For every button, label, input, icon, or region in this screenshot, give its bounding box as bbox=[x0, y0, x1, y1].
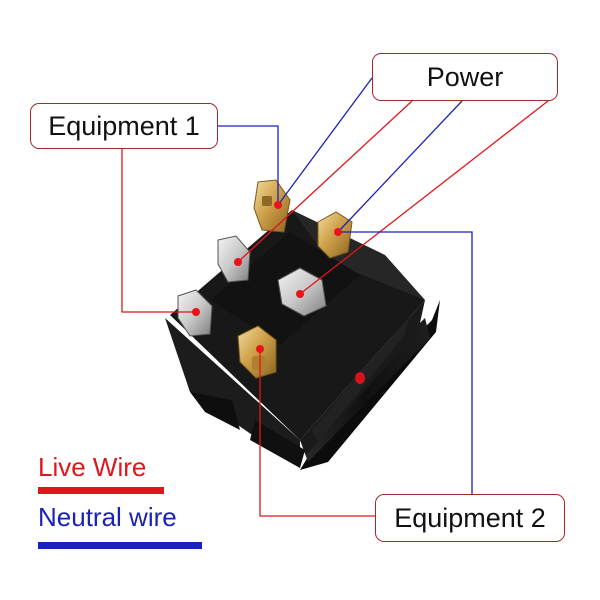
terminal-middle-left bbox=[217, 235, 251, 283]
terminal-dots bbox=[192, 201, 342, 353]
wire-power-live-2 bbox=[299, 100, 549, 295]
wire-power-neutral-1 bbox=[277, 77, 373, 206]
dot-top-left bbox=[274, 201, 282, 209]
power-label: Power bbox=[372, 53, 558, 101]
legend-neutral-wire: Neutral wire bbox=[38, 502, 177, 532]
terminals bbox=[177, 179, 353, 379]
wire-equipment1-neutral bbox=[218, 125, 279, 205]
legend-live-wire-swatch bbox=[38, 487, 164, 494]
terminal-top-right bbox=[317, 211, 353, 259]
leader-lines bbox=[121, 77, 549, 517]
dot-bottom-right bbox=[256, 345, 264, 353]
dot-middle-left bbox=[234, 258, 242, 266]
dot-top-right bbox=[334, 228, 342, 236]
legend-neutral-wire-swatch bbox=[38, 542, 202, 549]
wire-equipment2-live bbox=[259, 349, 375, 517]
wire-power-live-1 bbox=[237, 100, 413, 263]
wire-power-neutral-2 bbox=[337, 100, 463, 233]
indicator-dot bbox=[355, 372, 365, 384]
terminal-top-left bbox=[253, 179, 291, 233]
legend-live-wire: Live Wire bbox=[38, 452, 147, 482]
wire-equipment1-live bbox=[121, 149, 196, 313]
dot-middle-right bbox=[296, 290, 304, 298]
equipment-2-label: Equipment 2 bbox=[375, 494, 565, 542]
terminal-bottom-right bbox=[237, 325, 277, 379]
rocker-switch bbox=[165, 210, 440, 470]
equipment-1-label: Equipment 1 bbox=[30, 103, 218, 149]
wire-equipment2-neutral bbox=[338, 231, 473, 494]
dot-bottom-left bbox=[192, 308, 200, 316]
